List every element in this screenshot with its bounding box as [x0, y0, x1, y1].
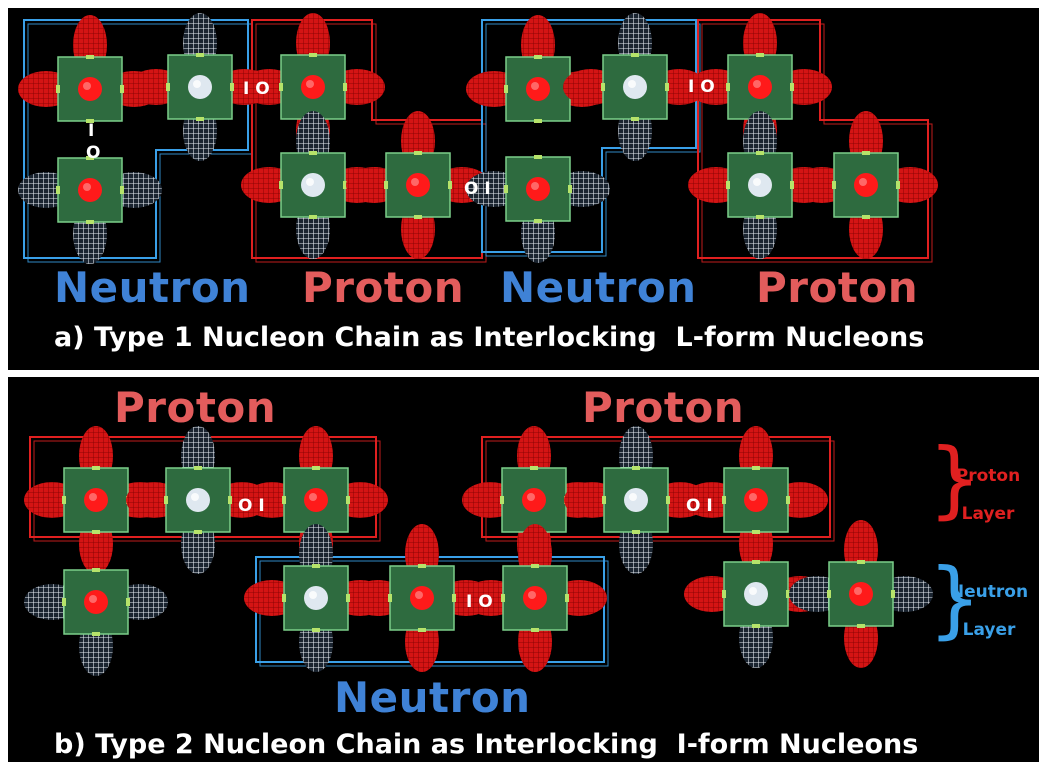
nucleon-core: [301, 173, 325, 197]
proton-layer-line1: Proton: [955, 466, 1021, 486]
nucleon: [466, 155, 610, 263]
nucleon-core: [748, 173, 772, 197]
nucleon: [18, 15, 162, 123]
label-proton-top-1: Proton: [114, 383, 277, 432]
nucleon-core: [526, 77, 550, 101]
nucleon-core: [304, 586, 328, 610]
nucleon: [688, 111, 832, 259]
neutron-layer-line2: Layer: [962, 620, 1016, 640]
proton-frame-2-inner: [701, 23, 933, 263]
nucleon: [563, 13, 707, 161]
gap-mark-oi: O I: [464, 179, 491, 199]
gap-mark-oi-b1: O I: [238, 496, 265, 516]
gap-mark-io-b: I O: [466, 592, 493, 612]
neutron-layer-line1: Neutron: [949, 582, 1029, 602]
nucleon: [463, 524, 607, 672]
nucleon-core: [623, 75, 647, 99]
gap-mark-oi-b2: O I: [686, 496, 713, 516]
label-neutron-bottom: Neutron: [334, 673, 531, 722]
nucleon: [684, 426, 828, 574]
nucleon-core: [78, 178, 102, 202]
nucleon: [684, 560, 828, 668]
nucleon: [794, 111, 938, 259]
nucleon-core: [186, 488, 210, 512]
proton-layer-label: Proton Layer: [948, 457, 1028, 533]
neutron-frame-b: [255, 556, 605, 663]
label-proton-2: Proton: [756, 263, 919, 312]
nucleon-core: [84, 590, 108, 614]
nucleon-core: [522, 488, 546, 512]
label-neutron-2: Neutron: [500, 263, 697, 312]
neutron-frame-1: [23, 19, 249, 259]
neutron-frame-2: [481, 19, 697, 253]
nucleon-core: [526, 177, 550, 201]
gap-mark-i: I: [88, 121, 94, 141]
panel-b-diagram: O I O I I O: [24, 426, 933, 676]
gap-mark-o: O: [86, 143, 100, 163]
neutron-layer-label: Neutron Layer: [944, 573, 1034, 649]
panel-b: O I O I I O Proton Proton Neutron } Proton…: [8, 377, 1039, 762]
nucleon: [789, 520, 933, 668]
brace-icon: }: [928, 430, 982, 528]
nucleon-core: [188, 75, 212, 99]
neutron-frame-2-inner: [485, 23, 701, 257]
nucleon-core: [301, 75, 325, 99]
panel-a-diagram: I O I O IO O I: [18, 13, 938, 264]
label-neutron-1: Neutron: [54, 263, 251, 312]
gap-mark-io-1: I O: [243, 79, 270, 99]
nucleon: [244, 524, 388, 672]
nucleon-core: [744, 582, 768, 606]
nucleon-core: [624, 488, 648, 512]
label-proton-1: Proton: [302, 263, 465, 312]
nucleon-core: [854, 173, 878, 197]
nucleon-core: [304, 488, 328, 512]
nucleon: [688, 13, 832, 161]
nucleon: [350, 524, 494, 672]
nucleon-core: [406, 173, 430, 197]
nucleon: [24, 568, 168, 676]
nucleon-core: [748, 75, 772, 99]
gap-mark-io-2: I O: [688, 77, 715, 97]
nucleon-core: [410, 586, 434, 610]
proton-frame-2: [697, 19, 929, 259]
caption-a: a) Type 1 Nucleon Chain as Interlocking …: [54, 322, 925, 353]
nucleon-core: [849, 582, 873, 606]
nucleon: [466, 15, 610, 123]
caption-b: b) Type 2 Nucleon Chain as Interlocking …: [54, 729, 919, 760]
nucleon-core: [78, 77, 102, 101]
nucleon-core: [84, 488, 108, 512]
label-proton-top-2: Proton: [582, 383, 745, 432]
proton-layer-line2: Layer: [961, 504, 1015, 524]
neutron-frame-b-inner: [259, 560, 609, 667]
nucleon: [18, 156, 162, 264]
nucleon-core: [744, 488, 768, 512]
brace-icon: }: [928, 550, 982, 648]
nucleon-core: [523, 586, 547, 610]
